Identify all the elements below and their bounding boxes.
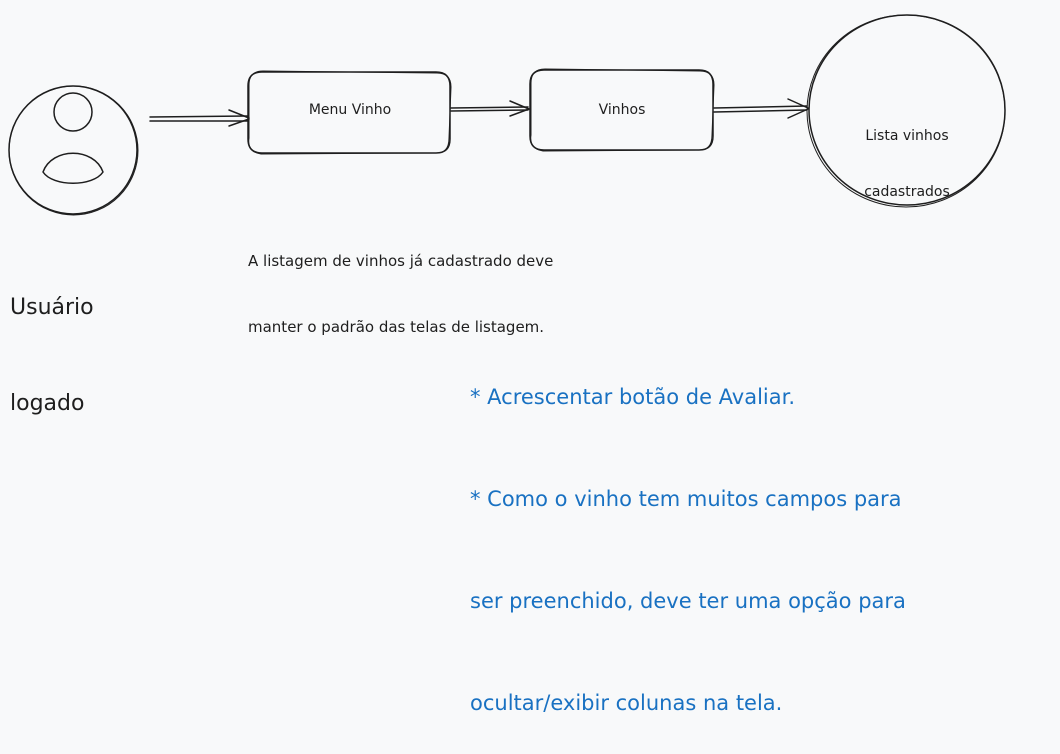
requirement-line4: ocultar/exibir colunas na tela. xyxy=(470,691,783,715)
arrow-menu-to-vinhos xyxy=(450,100,530,117)
requirement-line3: ser preenchido, deve ter uma opção para xyxy=(470,589,906,613)
actor-label-line2: logado xyxy=(10,391,85,416)
arrow-vinhos-to-lista xyxy=(713,98,809,119)
lista-vinhos-label-line2: cadastrados xyxy=(864,184,950,201)
menu-vinho-box xyxy=(247,70,452,155)
diagram-canvas xyxy=(8,14,1006,216)
requirements-note: * Acrescentar botão de Avaliar. * Como o… xyxy=(470,312,906,754)
lista-vinhos-circle xyxy=(806,14,1006,208)
actor-label: Usuário logado xyxy=(10,228,94,452)
listing-note-line2: manter o padrão das telas de listagem. xyxy=(248,318,545,336)
requirement-line1: * Acrescentar botão de Avaliar. xyxy=(470,385,796,409)
user-actor-icon xyxy=(8,85,139,216)
listing-note: A listagem de vinhos já cadastrado deve … xyxy=(248,206,553,360)
requirement-line2: * Como o vinho tem muitos campos para xyxy=(470,487,902,511)
vinhos-box xyxy=(529,68,715,152)
lista-vinhos-label-line1: Lista vinhos xyxy=(865,127,949,144)
arrow-actor-to-menu xyxy=(149,109,250,127)
listing-note-line1: A listagem de vinhos já cadastrado deve xyxy=(248,252,554,270)
actor-label-line1: Usuário xyxy=(10,295,94,320)
vinhos-label: Vinhos xyxy=(598,102,646,118)
lista-vinhos-label: Lista vinhos cadastrados xyxy=(840,89,974,221)
menu-vinho-label: Menu Vinho xyxy=(308,102,392,118)
